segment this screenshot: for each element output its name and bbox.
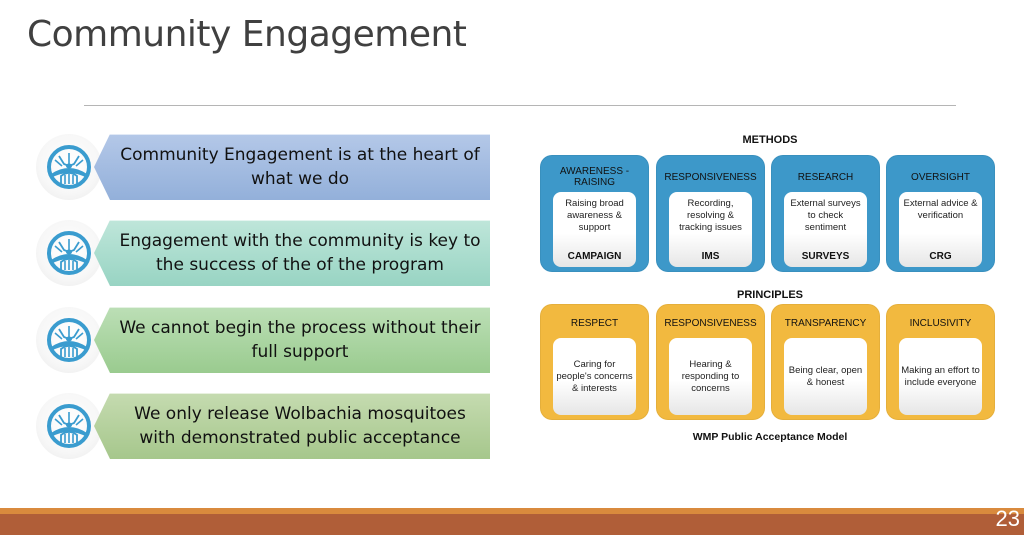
methods-label: METHODS (742, 134, 798, 146)
card-title: AWARENESS - RAISING (559, 166, 630, 188)
method-card: AWARENESS - RAISING Raising broad awaren… (540, 155, 649, 272)
card-inner: External advice & verification CRG (899, 192, 982, 267)
banner-shape (94, 307, 490, 373)
banner-shape (94, 220, 490, 286)
card-tag: CAMPAIGN (567, 251, 622, 262)
card-inner: Recording, resolving & tracking issues I… (669, 192, 752, 267)
principles-label: PRINCIPLES (736, 289, 803, 301)
principle-card: RESPONSIVENESS Hearing & responding to c… (656, 304, 765, 420)
principle-card: RESPECT Caring for people's concerns & i… (540, 304, 649, 420)
badge (36, 307, 102, 373)
card-inner: Caring for people's concerns & interests (553, 338, 636, 415)
badge (36, 134, 102, 200)
mosquito-logo-icon (47, 318, 91, 362)
card-title: OVERSIGHT (911, 171, 970, 183)
card-inner: Hearing & responding to concerns (669, 338, 752, 415)
card-title: RESPONSIVENESS (664, 171, 757, 183)
card-inner: External surveys to check sentiment SURV… (784, 192, 867, 267)
card-title: TRANSPARENCY (784, 318, 867, 329)
badge (36, 393, 102, 459)
principle-card: TRANSPARENCY Being clear, open & honest (771, 304, 880, 420)
card-tag: CRG (929, 251, 952, 262)
title-divider (84, 105, 956, 106)
footer-accent-stripe (0, 508, 1024, 514)
card-inner: Raising broad awareness & support CAMPAI… (553, 192, 636, 267)
public-acceptance-model-diagram: METHODS AWARENESS - RAISING Raising broa… (530, 128, 1010, 458)
card-description: Making an effort to include everyone (901, 364, 980, 388)
badge (36, 220, 102, 286)
banner-text: We cannot begin the process without thei… (119, 318, 481, 362)
card-title: RESPECT (570, 318, 619, 329)
banner-text: Engagement with the community is key to … (119, 231, 481, 275)
method-card: RESEARCH External surveys to check senti… (771, 155, 880, 272)
principle-card: INCLUSIVITY Making an effort to include … (886, 304, 995, 420)
banner-item: We only release Wolbachia mosquitoes wit… (36, 393, 496, 463)
banner-item: We cannot begin the process without thei… (36, 307, 496, 377)
card-description: Caring for people's concerns & interests (556, 358, 633, 394)
banner-shape (94, 393, 490, 459)
footer-bar (0, 514, 1024, 535)
mosquito-logo-icon (47, 231, 91, 275)
card-title: RESPONSIVENESS (664, 318, 757, 329)
banner-item: Community Engagement is at the heart of … (36, 134, 496, 204)
card-description: External advice & verification (903, 198, 978, 221)
slide-title: Community Engagement (27, 14, 467, 55)
card-description: Recording, resolving & tracking issues (679, 198, 742, 233)
banner-item: Engagement with the community is key to … (36, 220, 496, 290)
card-description: Hearing & responding to concerns (681, 358, 740, 394)
card-title: RESEARCH (797, 171, 854, 183)
banner-shape (94, 134, 490, 200)
diagram-caption: WMP Public Acceptance Model (692, 431, 848, 443)
card-description: Raising broad awareness & support (565, 198, 624, 233)
card-description: External surveys to check sentiment (790, 198, 861, 233)
mosquito-logo-icon (47, 145, 91, 189)
page-number: 23 (995, 506, 1020, 531)
method-card: RESPONSIVENESS Recording, resolving & tr… (656, 155, 765, 272)
mosquito-logo-icon (47, 404, 91, 448)
card-title: INCLUSIVITY (909, 318, 972, 329)
card-tag: SURVEYS (801, 251, 850, 262)
card-inner: Making an effort to include everyone (899, 338, 982, 415)
banner-text: We only release Wolbachia mosquitoes wit… (134, 404, 466, 448)
card-inner: Being clear, open & honest (784, 338, 867, 415)
card-description: Being clear, open & honest (788, 364, 863, 388)
method-card: OVERSIGHT External advice & verification… (886, 155, 995, 272)
card-tag: IMS (701, 251, 720, 262)
banner-text: Community Engagement is at the heart of … (120, 145, 480, 189)
